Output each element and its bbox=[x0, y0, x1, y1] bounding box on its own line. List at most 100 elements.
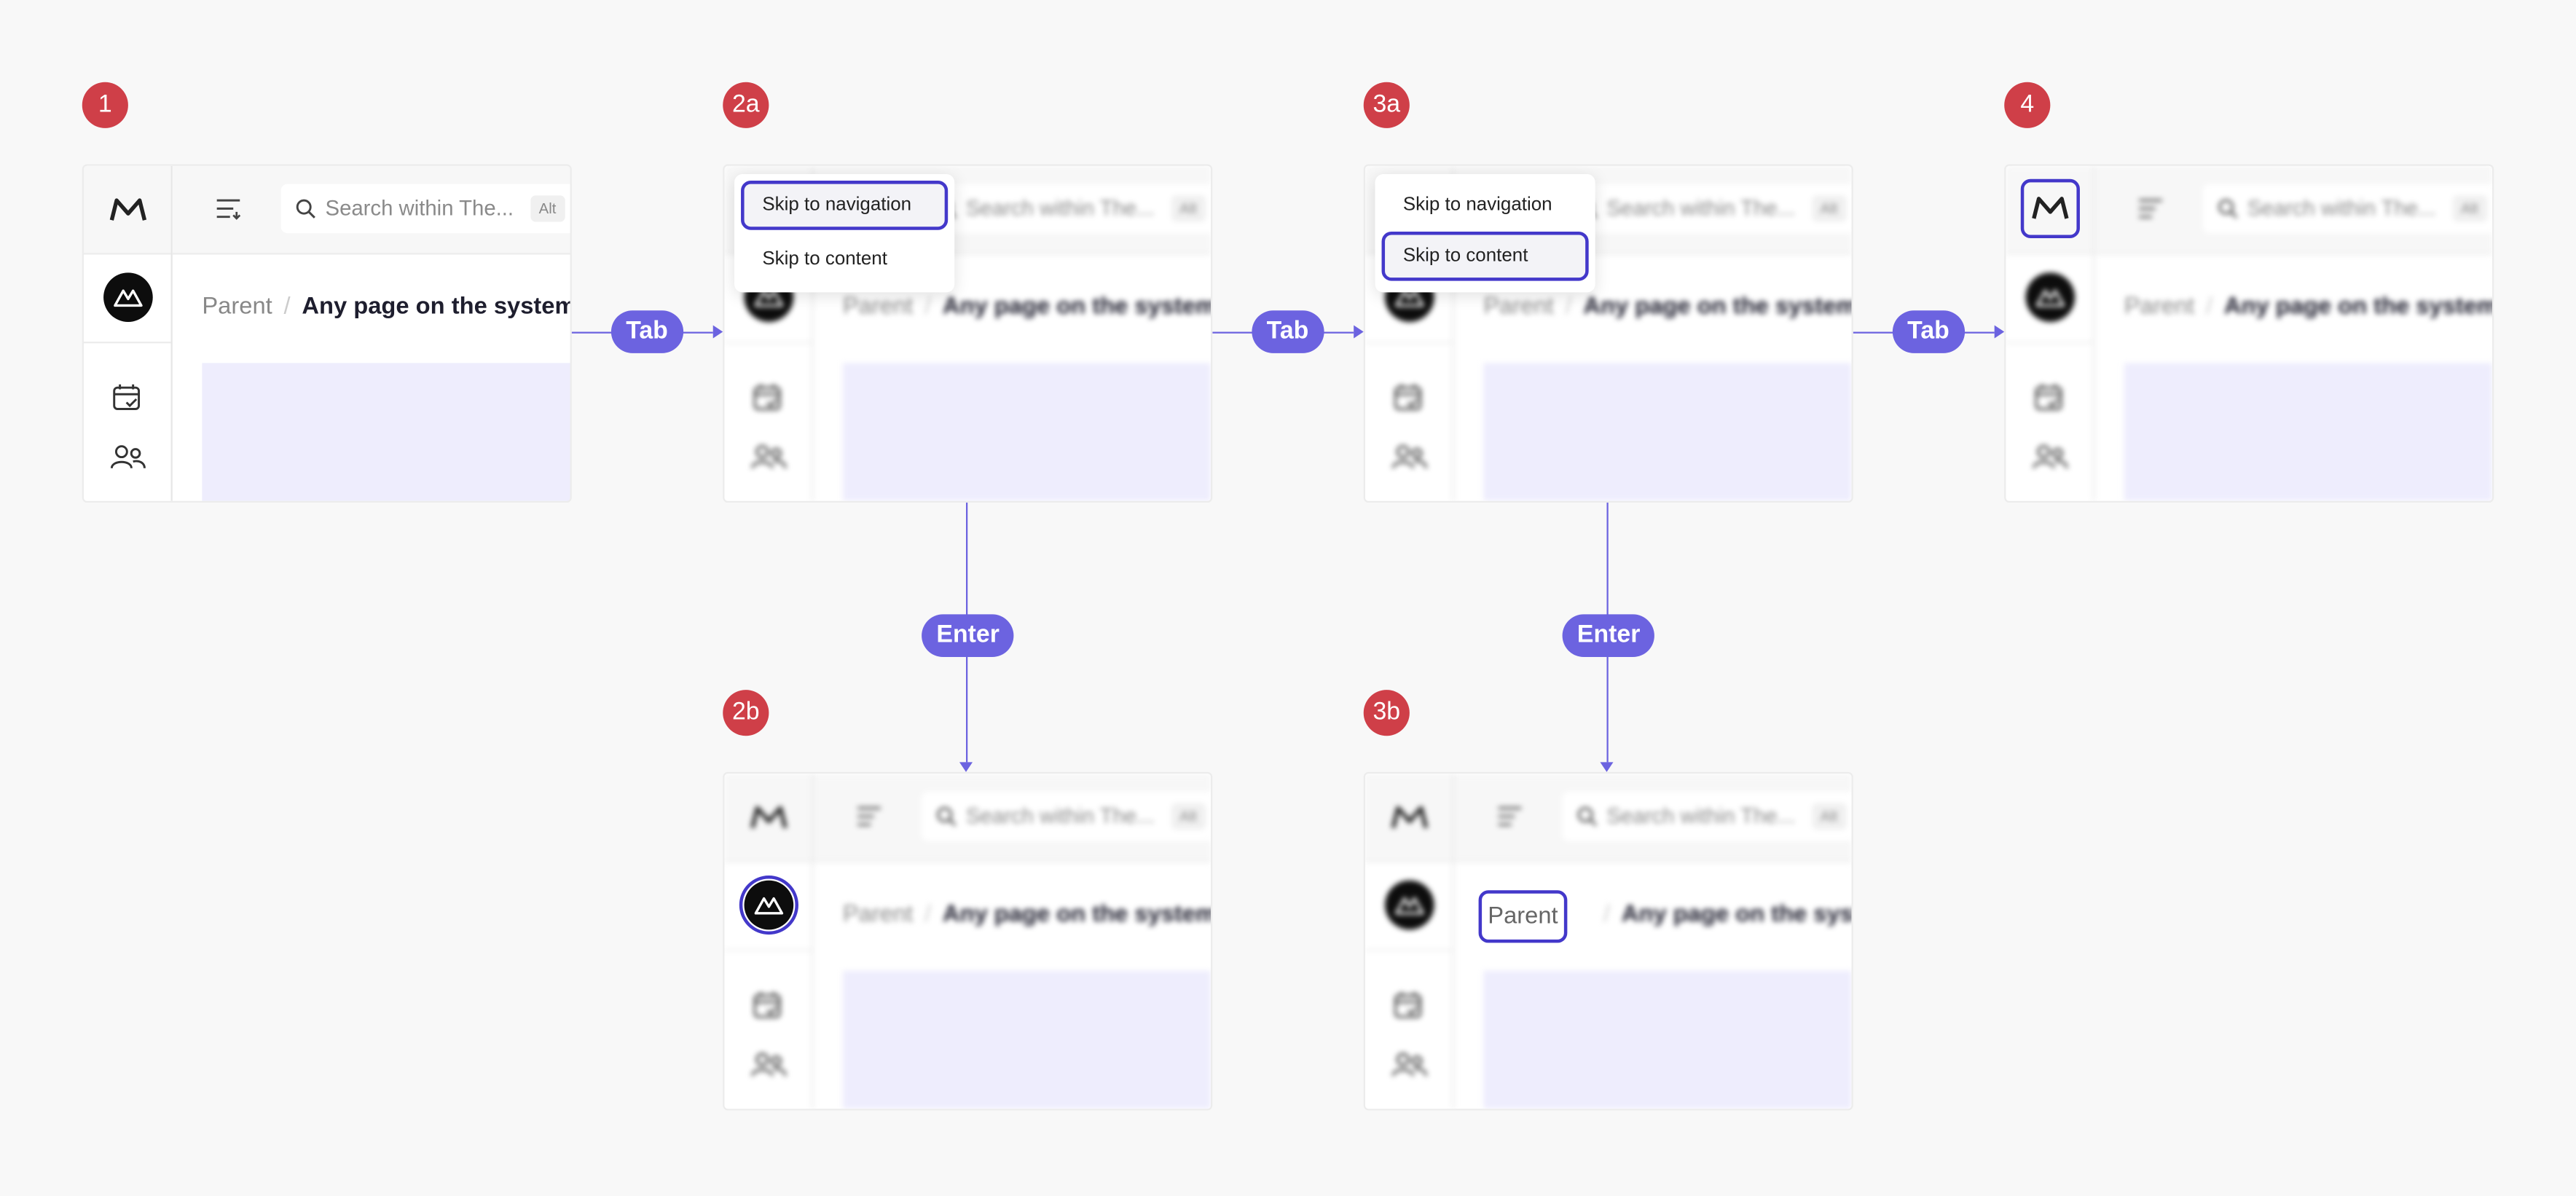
tab-transition-1: Tab bbox=[610, 310, 683, 353]
avatar-icon[interactable] bbox=[2025, 272, 2076, 322]
calendar-icon[interactable] bbox=[1393, 991, 1423, 1020]
logo-m-icon[interactable] bbox=[749, 805, 788, 831]
step-badge-2a: 2a bbox=[723, 82, 769, 128]
screen-step-3b: Search within The... Alt / Any page on th… bbox=[1363, 771, 1853, 1111]
menu-icon[interactable] bbox=[1496, 805, 1523, 828]
tab-transition-2: Tab bbox=[1252, 310, 1324, 353]
logo-m-icon[interactable] bbox=[1390, 805, 1429, 831]
screen-step-4: Search within The... Alt Parent / Any page… bbox=[2004, 164, 2494, 503]
step-badge-4: 4 bbox=[2004, 82, 2051, 128]
breadcrumb-current-page: Any page on the system bbox=[1583, 294, 1853, 320]
people-icon[interactable] bbox=[110, 444, 146, 470]
calendar-icon[interactable] bbox=[753, 991, 782, 1020]
search-input[interactable]: Search within The... Alt bbox=[2203, 184, 2492, 234]
arrow-head bbox=[1994, 325, 2005, 339]
skip-to-content-link[interactable]: Skip to content bbox=[762, 249, 887, 270]
breadcrumb: Parent / Any page on the system bbox=[2124, 294, 2494, 320]
shortcut-badge: Alt bbox=[1171, 803, 1206, 830]
screen-step-2a: Search within The... Alt Parent / Any page… bbox=[723, 164, 1213, 503]
search-input[interactable]: Search within The... Alt bbox=[280, 184, 570, 234]
skip-links-menu: Skip to navigation Skip to content bbox=[1375, 174, 1595, 293]
content-area bbox=[1483, 970, 1852, 1109]
breadcrumb-current-page: Any page on the system bbox=[2223, 294, 2494, 320]
top-bar: Search within The... Alt bbox=[2094, 165, 2492, 255]
step-badge-3b: 3b bbox=[1363, 690, 1410, 736]
shortcut-badge: Alt bbox=[1812, 195, 1846, 222]
breadcrumb-separator: / bbox=[2206, 294, 2213, 320]
breadcrumb-parent[interactable]: Parent bbox=[2124, 294, 2195, 320]
menu-icon[interactable] bbox=[2137, 197, 2164, 221]
screen-step-3a: Search within The... Alt Parent / Any page… bbox=[1363, 164, 1853, 503]
people-icon[interactable] bbox=[1391, 1051, 1428, 1077]
step-badge-2b: 2b bbox=[723, 690, 769, 736]
breadcrumb-separator: / bbox=[1565, 294, 1572, 320]
avatar-icon[interactable] bbox=[1385, 880, 1434, 930]
search-icon bbox=[296, 199, 315, 219]
screen-step-2b: Search within The... Alt Parent / Any page… bbox=[723, 771, 1213, 1111]
breadcrumb: Parent / Any page on the system bbox=[842, 294, 1213, 320]
search-placeholder: Search within The... bbox=[1606, 195, 1796, 221]
search-placeholder: Search within The... bbox=[2247, 195, 2436, 221]
arrow-head bbox=[959, 762, 973, 772]
people-icon[interactable] bbox=[751, 1051, 788, 1077]
tab-transition-3: Tab bbox=[1892, 310, 1965, 353]
sidebar bbox=[724, 774, 814, 1109]
search-placeholder: Search within The... bbox=[325, 195, 514, 221]
calendar-icon[interactable] bbox=[111, 382, 141, 412]
shortcut-badge: Alt bbox=[1812, 803, 1846, 830]
step-badge-3a: 3a bbox=[1363, 82, 1410, 128]
breadcrumb-current-page: Any page on the system bbox=[942, 902, 1213, 929]
people-icon[interactable] bbox=[2033, 444, 2069, 470]
content-area bbox=[2124, 363, 2492, 501]
people-icon[interactable] bbox=[1391, 444, 1428, 470]
search-icon bbox=[2218, 199, 2238, 219]
enter-transition-2: Enter bbox=[1562, 614, 1655, 658]
breadcrumb-current-page: Any page on the system bbox=[1621, 902, 1853, 929]
logo-m-icon[interactable] bbox=[109, 197, 148, 224]
focused-avatar[interactable] bbox=[739, 875, 798, 935]
arrow-head bbox=[712, 325, 723, 339]
skip-links-menu: Skip to navigation Skip to content bbox=[734, 174, 955, 293]
breadcrumb-separator: / bbox=[924, 902, 932, 929]
breadcrumb-parent[interactable]: Parent bbox=[1478, 890, 1568, 943]
skip-to-navigation-link[interactable]: Skip to navigation bbox=[1402, 195, 1552, 216]
content-area bbox=[842, 970, 1212, 1109]
breadcrumb-parent[interactable]: Parent bbox=[1483, 294, 1554, 320]
logo-m-icon[interactable] bbox=[2030, 195, 2070, 221]
menu-icon[interactable] bbox=[856, 805, 882, 828]
breadcrumb-parent[interactable]: Parent bbox=[842, 294, 914, 320]
avatar-icon[interactable] bbox=[744, 880, 794, 930]
skip-to-content-link[interactable]: Skip to content bbox=[1381, 231, 1589, 281]
focused-logo[interactable] bbox=[2020, 178, 2080, 238]
breadcrumb-current-page: Any page on the system bbox=[942, 294, 1213, 320]
breadcrumb: Parent/Any page on the system bbox=[202, 294, 572, 320]
calendar-icon[interactable] bbox=[1393, 382, 1423, 412]
breadcrumb-current-page: Any page on the system bbox=[302, 294, 572, 320]
people-icon[interactable] bbox=[751, 444, 788, 470]
search-placeholder: Search within The... bbox=[1606, 803, 1796, 828]
breadcrumb-separator: / bbox=[924, 294, 932, 320]
search-input[interactable]: Search within The... Alt bbox=[922, 791, 1212, 841]
breadcrumb-separator: / bbox=[1603, 902, 1611, 929]
breadcrumb-parent[interactable]: Parent bbox=[842, 902, 914, 929]
search-placeholder: Search within The... bbox=[965, 803, 1155, 828]
sidebar bbox=[1364, 774, 1454, 1109]
search-input[interactable]: Search within The... Alt bbox=[1562, 791, 1852, 841]
top-bar: Search within The... Alt bbox=[1453, 774, 1852, 862]
arrow-head bbox=[1600, 762, 1614, 772]
skip-to-navigation-link[interactable]: Skip to navigation bbox=[741, 181, 949, 230]
search-input[interactable]: Search within The... Alt bbox=[922, 184, 1212, 234]
screen-step-1: Search within The... Alt Parent/Any page… bbox=[82, 164, 572, 503]
shortcut-badge: Alt bbox=[2452, 195, 2487, 222]
breadcrumb: Parent / Any page on the system bbox=[842, 902, 1213, 929]
calendar-icon[interactable] bbox=[2034, 382, 2064, 412]
content-area bbox=[202, 363, 570, 501]
avatar-icon[interactable] bbox=[103, 272, 153, 322]
calendar-icon[interactable] bbox=[753, 382, 782, 412]
breadcrumb-parent[interactable]: Parent bbox=[202, 294, 272, 320]
search-placeholder: Search within The... bbox=[965, 195, 1155, 221]
top-bar: Search within The... Alt bbox=[172, 165, 570, 255]
menu-icon[interactable] bbox=[215, 197, 241, 221]
search-input[interactable]: Search within The... Alt bbox=[1562, 184, 1852, 234]
